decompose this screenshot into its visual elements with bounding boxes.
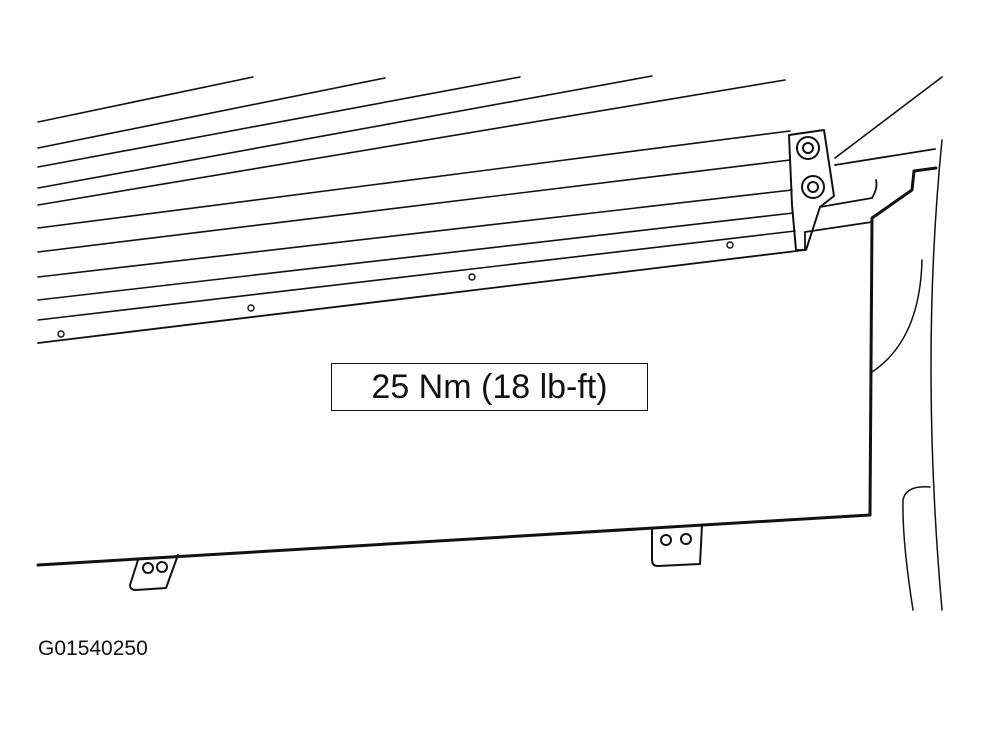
bumper-top-edge xyxy=(37,148,936,344)
torque-callout: 25 Nm (18 lb-ft) xyxy=(331,363,648,411)
lower-tab-left xyxy=(129,554,179,591)
lower-tab-center xyxy=(651,524,703,567)
surface-hatching xyxy=(37,75,943,321)
bumper-outline xyxy=(36,166,938,567)
figure-id: G01540250 xyxy=(38,637,148,660)
bolt-lower xyxy=(801,175,825,199)
mounting-bracket xyxy=(788,129,835,251)
bolt-upper xyxy=(796,136,820,160)
mounting-holes xyxy=(57,241,734,338)
side-panel xyxy=(871,139,943,611)
